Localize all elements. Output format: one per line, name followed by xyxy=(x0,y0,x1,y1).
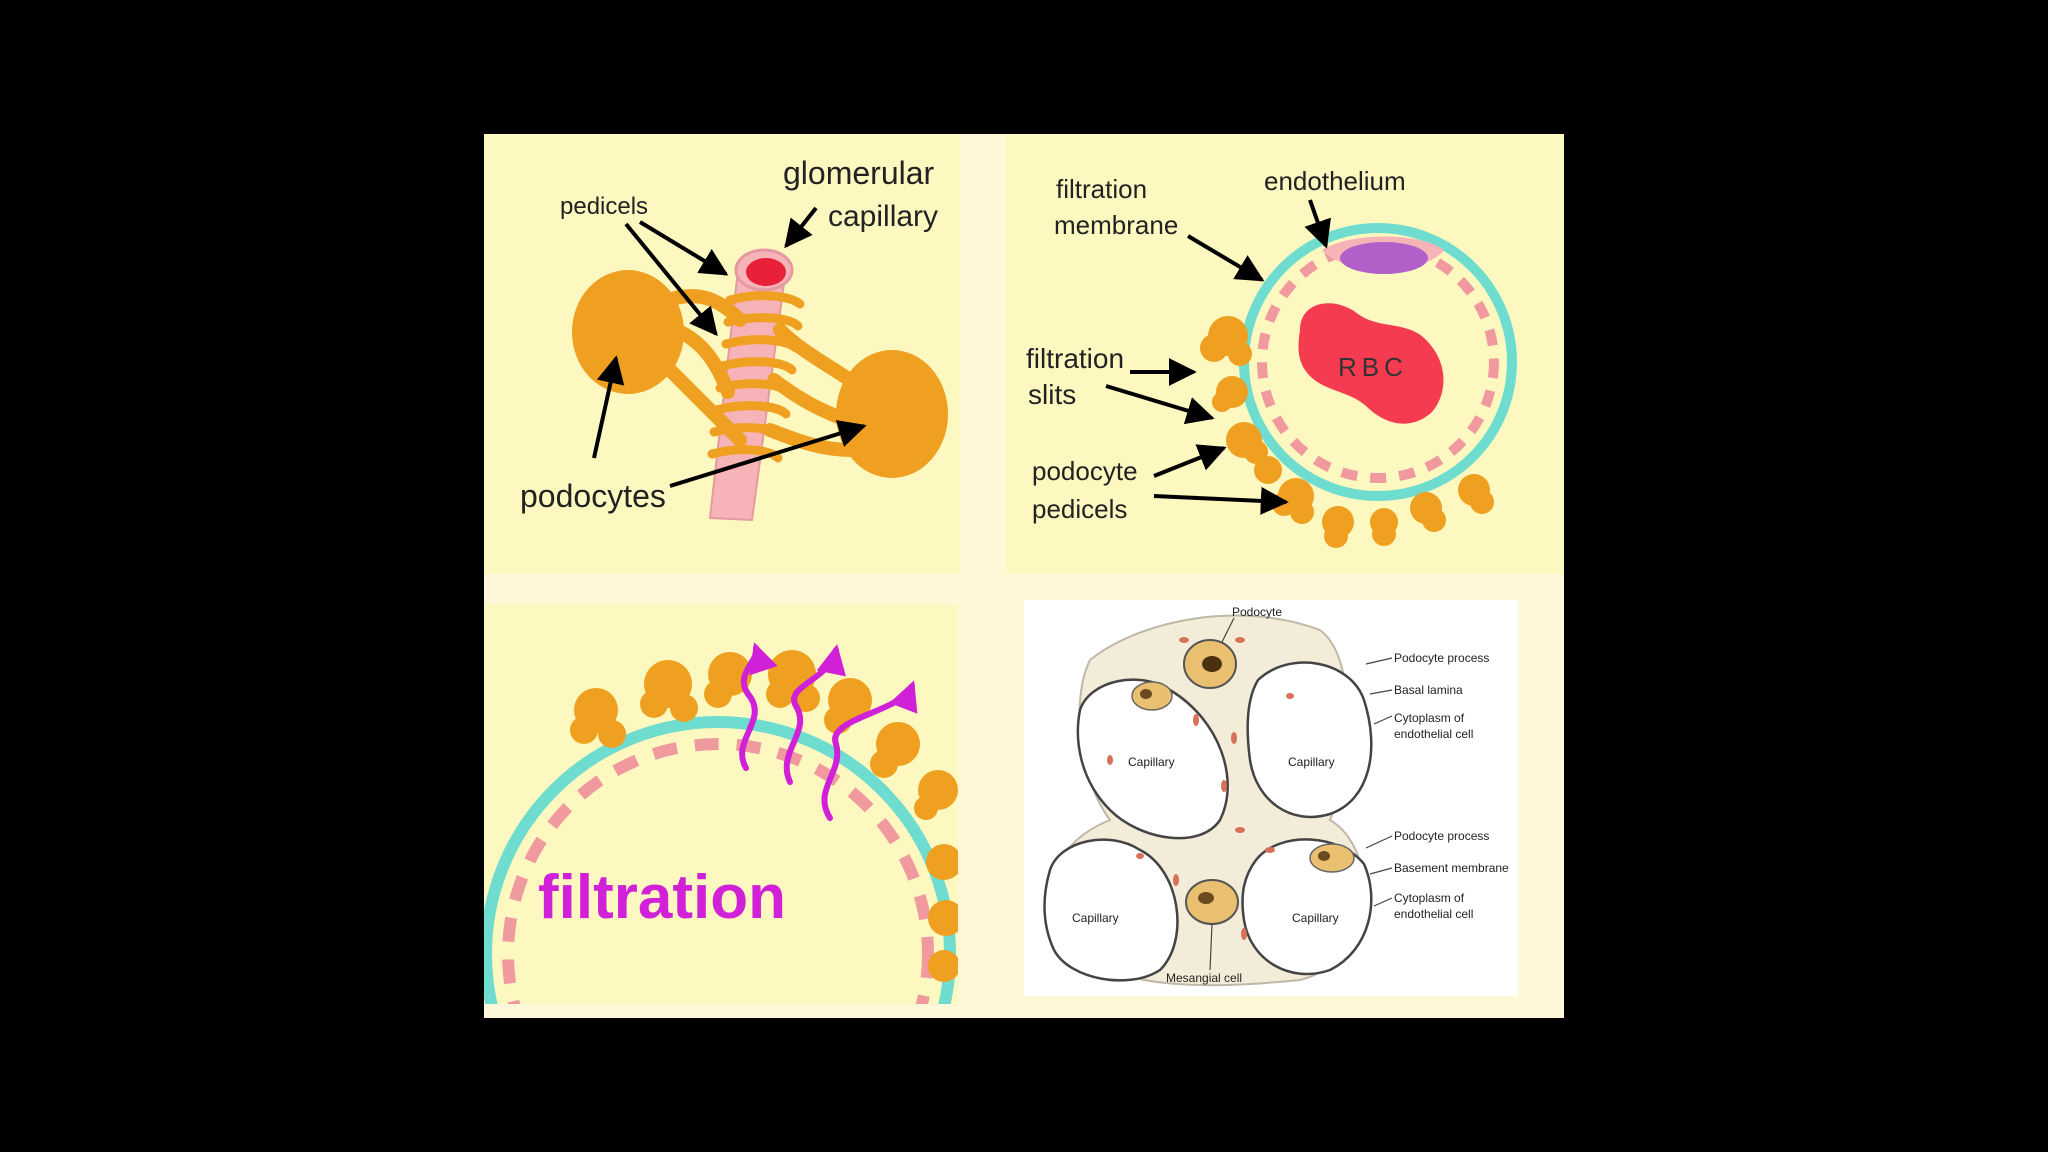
endothelial-fenestrations xyxy=(1257,241,1499,483)
filtration-arrows xyxy=(739,642,918,821)
label-capillary-2: Capillary xyxy=(1288,755,1335,769)
label-glomerular: glomerular xyxy=(783,155,935,191)
label-cytoplasm-1a: Cytoplasm of xyxy=(1394,711,1465,725)
endothelial-nucleus xyxy=(1340,242,1428,274)
endothelial-cell-1 xyxy=(1131,681,1173,711)
endothelium-arc xyxy=(502,738,934,1004)
label-podocyte: podocyte xyxy=(1032,456,1138,486)
red-blood-cell xyxy=(1298,303,1444,424)
leader-lines xyxy=(1209,617,1393,971)
cells xyxy=(1131,639,1355,925)
label-filtration-2: filtration xyxy=(1026,343,1124,374)
label-filtration-large: filtration xyxy=(538,863,786,932)
label-podocyte-process-1: Podocyte process xyxy=(1394,651,1489,665)
label-pedicels: pedicels xyxy=(560,193,648,220)
panel-podocyte-3d: glomerular capillary pedicels podocytes xyxy=(484,134,960,574)
label-membrane: membrane xyxy=(1054,210,1178,240)
panel-filtration: filtration xyxy=(484,604,958,1004)
label-capillary: capillary xyxy=(828,200,938,233)
label-capillary-3: Capillary xyxy=(1072,911,1119,925)
label-filtration-1: filtration xyxy=(1056,174,1147,204)
label-cytoplasm-2a: Cytoplasm of xyxy=(1394,891,1465,905)
label-capillary-1: Capillary xyxy=(1128,755,1175,769)
capillary-2 xyxy=(1246,661,1373,819)
endothelial-cell-2 xyxy=(1309,843,1355,873)
pedicel-rings xyxy=(707,291,805,463)
podocyte-pedicels xyxy=(1200,316,1494,548)
pedicels-bl xyxy=(570,650,958,982)
label-capillary-4: Capillary xyxy=(1292,911,1339,925)
arrows-top-left xyxy=(592,206,867,488)
label-cytoplasm-1b: endothelial cell xyxy=(1394,727,1473,741)
label-rbc: RBC xyxy=(1338,352,1408,382)
capillaries xyxy=(1043,661,1373,982)
capillary-4 xyxy=(1241,838,1373,976)
label-cytoplasm-2b: endothelial cell xyxy=(1394,907,1473,921)
label-mesangial-cell: Mesangial cell xyxy=(1166,971,1242,985)
label-podocytes: podocytes xyxy=(520,478,666,514)
label-slits: slits xyxy=(1028,379,1076,410)
capillary-1 xyxy=(1076,678,1229,840)
label-basement-membrane: Basement membrane xyxy=(1394,861,1509,875)
podocyte-body-right xyxy=(836,350,948,478)
label-podocyte-process-2: Podocyte process xyxy=(1394,829,1489,843)
capillary-lumen xyxy=(746,258,786,286)
label-basal-lamina: Basal lamina xyxy=(1394,683,1463,697)
panel-histology: Podocyte Podocyte process Basal lamina C… xyxy=(1024,600,1518,996)
panel-filtration-membrane: RBC filtration membrane endothelium filt… xyxy=(1006,134,1564,574)
label-endothelium: endothelium xyxy=(1264,166,1406,196)
label-hist-podocyte: Podocyte xyxy=(1232,605,1282,619)
label-pedicels-tr: pedicels xyxy=(1032,494,1127,524)
capillary-3 xyxy=(1043,838,1179,982)
mesangial-cell xyxy=(1185,879,1239,925)
red-dashes xyxy=(1107,637,1294,940)
arrows-top-right xyxy=(1105,199,1331,515)
